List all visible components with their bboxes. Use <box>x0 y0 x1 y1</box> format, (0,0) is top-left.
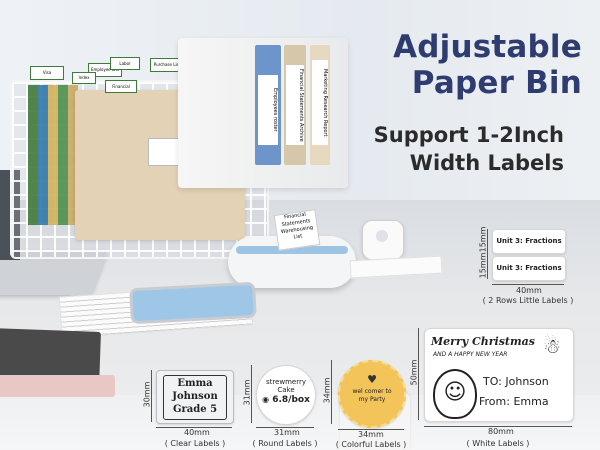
binder-label: Financial Statements Archive <box>286 65 304 145</box>
cake-icon: ◉ <box>262 395 270 404</box>
dim-line <box>487 229 488 279</box>
colorful-label-line1: wel comer to <box>352 388 392 395</box>
folder-strips <box>28 85 78 225</box>
round-label-line2: Cake <box>277 386 295 394</box>
white-label: Merry Christmas AND A HAPPY NEW YEAR ☃ ☺… <box>424 328 574 422</box>
santa-icon: ☃ <box>543 334 561 358</box>
folder-tab: Visa Registration <box>30 66 64 80</box>
printer-paper: Financial Statements Warehousing List <box>273 209 321 251</box>
notebook-pink <box>0 375 115 397</box>
dim-colorful-height: 34mm <box>322 377 332 404</box>
clear-label-line: Grade 5 <box>172 404 218 415</box>
round-label: strewmerry Cake ◉ 6.8/box <box>256 365 316 425</box>
round-label-line1: strewmerry <box>265 378 307 386</box>
caption-round: ( Round Labels ) <box>252 439 318 448</box>
dim-clear-height: 30mm <box>142 381 152 408</box>
white-label-title: Merry Christmas <box>431 335 535 348</box>
binder-label: Marketing Research Report <box>312 60 328 145</box>
heart-icon: ♥ <box>367 373 377 386</box>
round-label-line3-wrap: ◉ 6.8/box <box>257 394 315 406</box>
dim-line <box>156 427 232 428</box>
dim-line <box>418 328 419 420</box>
dim-height-2: 15mm <box>478 252 488 279</box>
headline-line1: Adjustable <box>393 29 582 65</box>
little-label-row1: Unit 3: Fractions <box>492 229 566 254</box>
dim-line <box>151 370 152 422</box>
folder-tab: Financial Statement <box>105 80 137 93</box>
santa-face-icon: ☺ <box>433 369 477 419</box>
clear-label-text-box: Emma Johnson Grade 5 <box>163 375 227 420</box>
caption-clear: ( Clear Labels ) <box>164 439 226 448</box>
dim-line <box>492 284 564 285</box>
dim-colorful-width: 34mm <box>358 430 384 439</box>
caption-2rows: ( 2 Rows Little Labels ) <box>482 296 574 305</box>
binder-label: Employees roster <box>258 75 278 145</box>
dim-round-height: 31mm <box>242 379 252 406</box>
dim-line <box>256 427 314 428</box>
colorful-label: ♥ wel comer to my Party <box>338 360 406 428</box>
dim-clear-width: 40mm <box>184 428 210 437</box>
dim-line <box>331 360 332 424</box>
phone <box>129 281 257 325</box>
colorful-label-line2: my Party <box>358 396 386 403</box>
round-label-line3: 6.8/box <box>272 395 310 405</box>
folder-tab: Labor Contract <box>110 57 140 70</box>
clear-label: Emma Johnson Grade 5 <box>156 370 234 424</box>
white-label-from: From: Emma <box>479 395 549 408</box>
dim-white-width: 80mm <box>488 427 514 436</box>
headline-line2: Paper Bin <box>411 65 582 101</box>
headline-line4: Width Labels <box>409 151 564 175</box>
dim-width: 40mm <box>516 286 542 295</box>
folder-tab: Index <box>72 72 96 84</box>
little-label-row2: Unit 3: Fractions <box>492 256 566 281</box>
clear-label-line: Johnson <box>172 391 218 402</box>
dim-line <box>251 365 252 423</box>
clear-label-line: Emma <box>177 378 213 389</box>
white-label-subtitle: AND A HAPPY NEW YEAR <box>433 351 508 358</box>
caption-colorful: ( Colorful Labels ) <box>335 440 407 449</box>
white-label-to: TO: Johnson <box>483 375 549 388</box>
printer-stripe <box>236 246 348 254</box>
dim-line <box>338 429 404 430</box>
headline-line3: Support 1-2Inch <box>373 123 564 147</box>
caption-white: ( White Labels ) <box>466 439 530 448</box>
dim-line <box>424 426 572 427</box>
dim-round-width: 31mm <box>274 428 300 437</box>
label-roll-core <box>376 230 388 242</box>
dim-white-height: 50mm <box>409 359 419 386</box>
